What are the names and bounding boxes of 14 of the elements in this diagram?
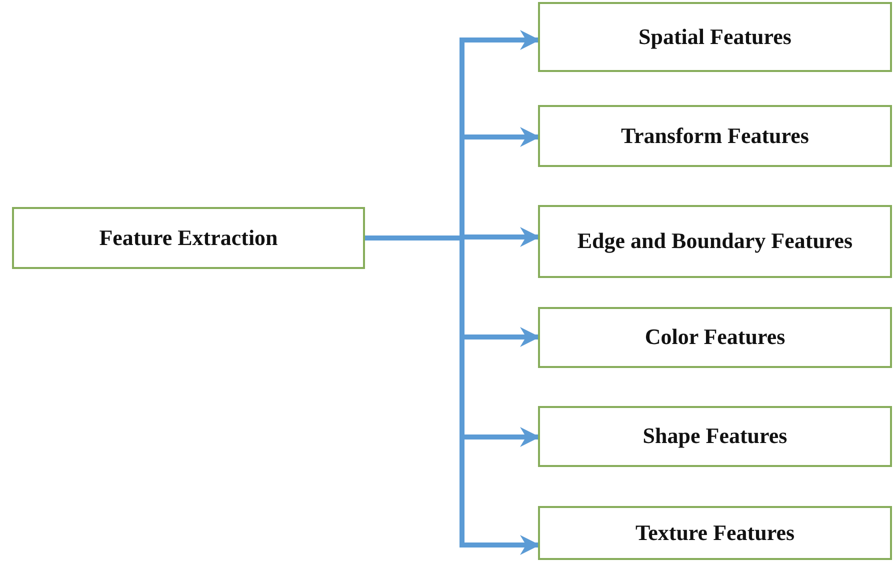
feature-box [538,2,892,72]
box-label: Color Features [644,323,786,352]
feature-box [538,307,892,368]
box-label: Edge and Boundary Features [576,227,854,256]
feature-box [538,105,892,167]
feature-box [538,406,892,467]
feature-box [538,205,892,278]
box-label: Feature Extraction [98,224,279,252]
source-box [12,207,365,269]
box-label: Spatial Features [638,22,792,51]
box-label: Shape Features [642,422,788,450]
box-label: Texture Features [634,518,796,547]
box-label: Transform Features [620,122,810,150]
feature-box [538,506,892,560]
